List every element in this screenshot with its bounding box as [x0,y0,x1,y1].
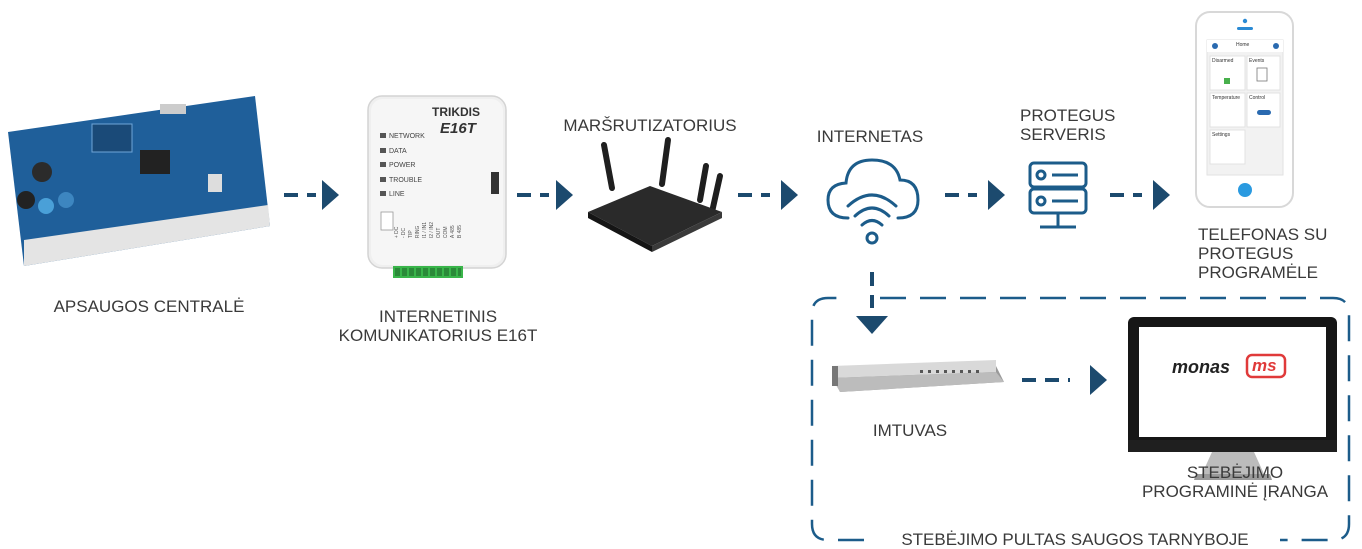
monitoring-station-box [810,296,1351,542]
alarm-panel-board-icon [8,96,270,266]
label-monitor: STEBĖJIMO PROGRAMINĖ ĮRANGA [1141,463,1329,501]
led-indicators [380,133,386,196]
terminal-label: OUT [436,227,442,239]
phone-tile-events: Events [1249,58,1265,64]
communicator-brand: TRIKDIS [432,105,480,119]
arrow-server-to-phone [1110,180,1170,210]
terminal-label: B 485 [457,225,463,239]
led-label: LINE [389,191,405,198]
label-phone: TELEFONAS SU PROTEGUS PROGRAMĖLE [1198,225,1328,282]
phone-tile-control: Control [1249,95,1266,101]
phone-app-header: Home [1236,42,1250,48]
terminal-label: RING [415,225,421,239]
label-panel: APSAUGOS CENTRALĖ [53,297,245,316]
monitor-icon [1128,317,1337,480]
led-label: DATA [389,147,407,155]
communicator-icon [367,95,507,278]
arrow-panel-to-communicator [284,180,339,210]
communicator-model: E16T [440,120,476,137]
label-router: MARŠRUTIZATORIUS [563,116,737,135]
arrow-communicator-to-router [517,180,573,210]
label-station: STEBĖJIMO PULTAS SAUGOS TARNYBOJE [870,530,1280,549]
terminal-label: I2 / IN2 [429,222,435,239]
communicator-led-labels: NETWORK DATA POWER TROUBLE LINE [389,130,425,203]
router-icon [588,137,723,252]
label-receiver: IMTUVAS [872,421,948,440]
led-label: TROUBLE [389,176,423,184]
terminal-label: I1 / IN1 [422,222,428,239]
terminal-label: - DC [401,227,407,239]
phone-tile-temperature: Temperature [1212,95,1241,101]
monas-logo-badge: ms [1252,356,1277,375]
arrow-internet-to-server [945,180,1005,210]
arrow-receiver-to-monitor [1022,365,1107,395]
terminal-label: COM [443,226,449,239]
terminal-label: TIP [408,230,414,239]
led-label: NETWORK [389,133,425,140]
receiver-rack-icon [832,360,1004,392]
server-icon [1028,161,1088,229]
arrow-internet-to-receiver [856,272,888,334]
cloud-wifi-icon [826,158,920,245]
terminal-label: A 485 [450,225,456,239]
led-label: POWER [389,162,416,169]
communicator-terminal-labels: + DC - DC TIP RING I1 / IN1 I2 / IN2 OUT… [394,222,464,238]
arrow-router-to-internet [738,180,798,210]
label-communicator: INTERNETINIS KOMUNIKATORIUS E16T [338,307,538,345]
phone-tile-settings: Settings [1212,132,1231,138]
monas-logo-text: monas [1172,357,1231,377]
smartphone-icon [1195,11,1294,208]
phone-tile-disarmed: Disarmed [1212,58,1234,64]
terminal-label: + DC [394,226,400,239]
label-internet: INTERNETAS [816,127,924,146]
label-server: PROTEGUS SERVERIS [1020,106,1116,144]
